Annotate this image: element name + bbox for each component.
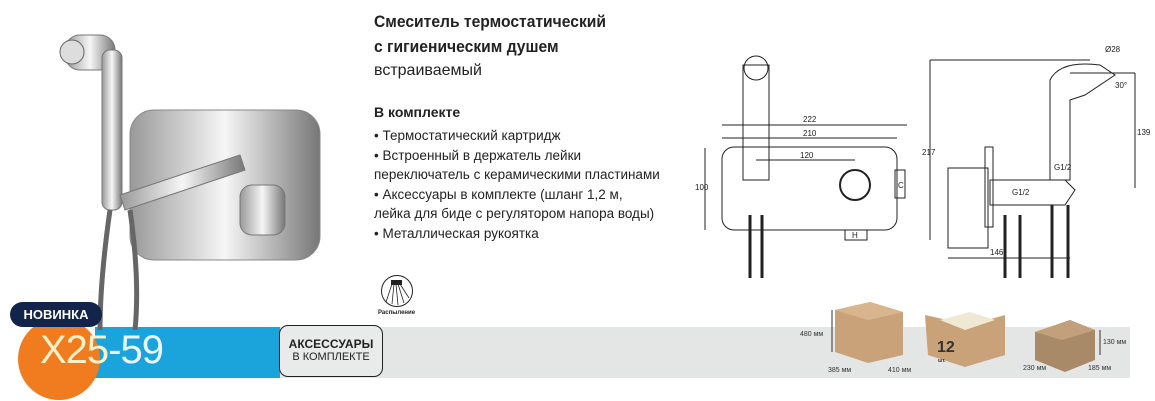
kit-item: • Аксессуары в комплекте (шланг 1,2 м, xyxy=(374,186,623,202)
large-box-height: 480 мм xyxy=(800,331,823,338)
box-quantity-unit: шт. xyxy=(938,358,946,364)
packaging-info: 480 мм 385 мм 410 мм 12 шт. 130 мм 230 м… xyxy=(800,302,1126,374)
large-box-width: 410 мм xyxy=(888,367,911,374)
accessories-title: АКСЕССУАРЫ xyxy=(288,337,374,351)
product-subtitle: встраиваемый xyxy=(374,62,482,79)
kit-item: лейка для биде с регулятором напора воды… xyxy=(374,206,655,222)
model-band xyxy=(95,327,280,378)
kit-list: • Термостатический картридж • Встроенный… xyxy=(374,126,660,244)
spray-label: Распыление xyxy=(378,310,416,316)
large-box-depth: 385 мм xyxy=(828,367,851,374)
title-line: Смеситель термостатический xyxy=(374,12,606,31)
small-box-width: 185 мм xyxy=(1088,365,1111,372)
title-line: с гигиеническим душем xyxy=(374,37,559,56)
dim-210: 210 xyxy=(803,129,817,138)
product-title: Смеситель термостатический с гигиенически… xyxy=(374,9,606,59)
kit-item: • Встроенный в держатель лейки xyxy=(374,147,582,163)
model-number: X25-59 xyxy=(40,328,164,372)
small-box-depth: 230 мм xyxy=(1023,365,1046,372)
dim-222: 222 xyxy=(803,115,817,124)
kit-heading: В комплекте xyxy=(374,104,461,120)
accessories-sub: В КОМПЛЕКТЕ xyxy=(292,351,370,363)
dim-217: 217 xyxy=(922,148,936,157)
model-circle xyxy=(18,318,100,400)
dim-146: 146 xyxy=(990,248,1004,257)
product-photo xyxy=(59,34,321,330)
dim-30: 30° xyxy=(1115,81,1127,90)
spray-icon xyxy=(381,275,413,307)
dim-28: Ø28 xyxy=(1105,45,1121,54)
kit-item: • Металлическая рукоятка xyxy=(374,225,539,241)
dim-c: C xyxy=(898,181,904,190)
kit-item: • Термостатический картридж xyxy=(374,128,561,143)
box-quantity: 12 xyxy=(937,339,955,356)
dim-120: 120 xyxy=(800,151,814,160)
dim-h: H xyxy=(852,231,858,240)
technical-drawing: 222 210 120 100 C H 217 139 146 G1/2 G1/… xyxy=(695,45,1150,278)
small-box-height: 130 мм xyxy=(1103,339,1126,346)
kit-item: переключатель с керамическими пластинами xyxy=(374,167,660,183)
dim-g1: G1/2 xyxy=(1054,163,1072,172)
new-badge: НОВИНКА xyxy=(10,302,102,327)
dim-g2: G1/2 xyxy=(1012,188,1030,197)
dim-139: 139 xyxy=(1137,128,1150,137)
dim-100: 100 xyxy=(695,183,709,192)
